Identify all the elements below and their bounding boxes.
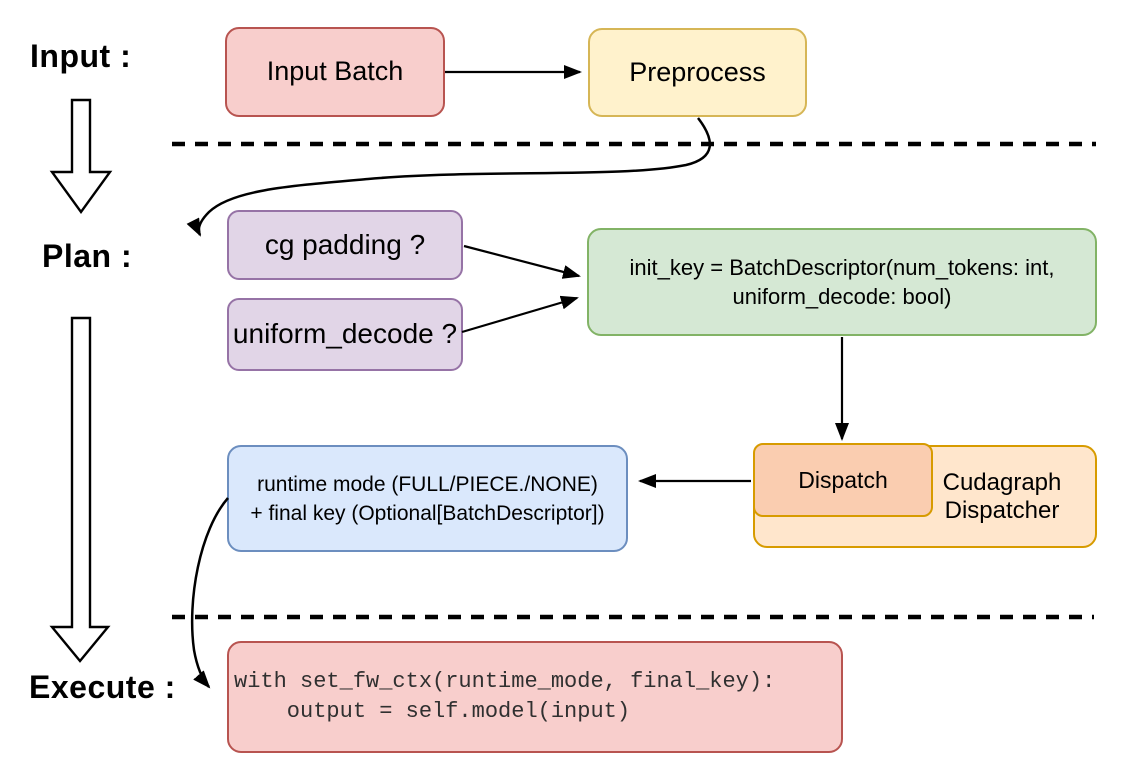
node-input-batch: Input Batch: [225, 27, 445, 117]
node-dispatch-label: Dispatch: [798, 466, 888, 493]
node-cudagraph-dispatcher-label: Cudagraph Dispatcher: [917, 469, 1087, 525]
node-uniform-decode-label: uniform_decode ?: [232, 318, 458, 350]
arrow-runtime-mode-to-execute-code: [190, 497, 229, 689]
node-runtime-mode-line2: + final key (Optional[BatchDescriptor]): [250, 501, 605, 525]
node-cg-padding-label: cg padding ?: [264, 228, 426, 260]
node-dispatch: Dispatch: [753, 443, 933, 517]
stage-label-input: Input :: [30, 38, 132, 74]
node-input-batch-label: Input Batch: [266, 56, 404, 87]
stage-label-execute: Execute :: [29, 669, 176, 705]
arrow-uniform-decode-to-init-key: [461, 295, 579, 334]
execute-code-line1: with set_fw_ctx(runtime_mode, final_key)…: [234, 669, 776, 694]
node-runtime-mode-line1: runtime mode (FULL/PIECE./NONE): [257, 472, 598, 496]
node-preprocess: Preprocess: [588, 28, 807, 117]
stage-label-plan: Plan :: [42, 238, 133, 274]
node-uniform-decode: uniform_decode ?: [227, 298, 463, 371]
node-init-key-line2: uniform_decode: bool): [732, 284, 952, 309]
execute-code-line2: output = self.model(input): [234, 699, 631, 724]
node-preprocess-label: Preprocess: [629, 56, 766, 87]
node-init-key: init_key = BatchDescriptor(num_tokens: i…: [587, 228, 1097, 336]
node-init-key-line1: init_key = BatchDescriptor(num_tokens: i…: [629, 255, 1055, 280]
node-execute-code: with set_fw_ctx(runtime_mode, final_key)…: [227, 641, 843, 753]
cudagraph-line1: Cudagraph: [942, 468, 1062, 496]
flow-arrow-plan-to-execute-icon: [49, 316, 111, 663]
node-cg-padding: cg padding ?: [227, 210, 463, 280]
arrow-cg-padding-to-init-key: [463, 244, 581, 279]
node-runtime-mode: runtime mode (FULL/PIECE./NONE) + final …: [227, 445, 628, 552]
cudagraph-line2: Dispatcher: [944, 496, 1060, 524]
flow-arrow-input-to-plan-icon: [49, 98, 113, 215]
